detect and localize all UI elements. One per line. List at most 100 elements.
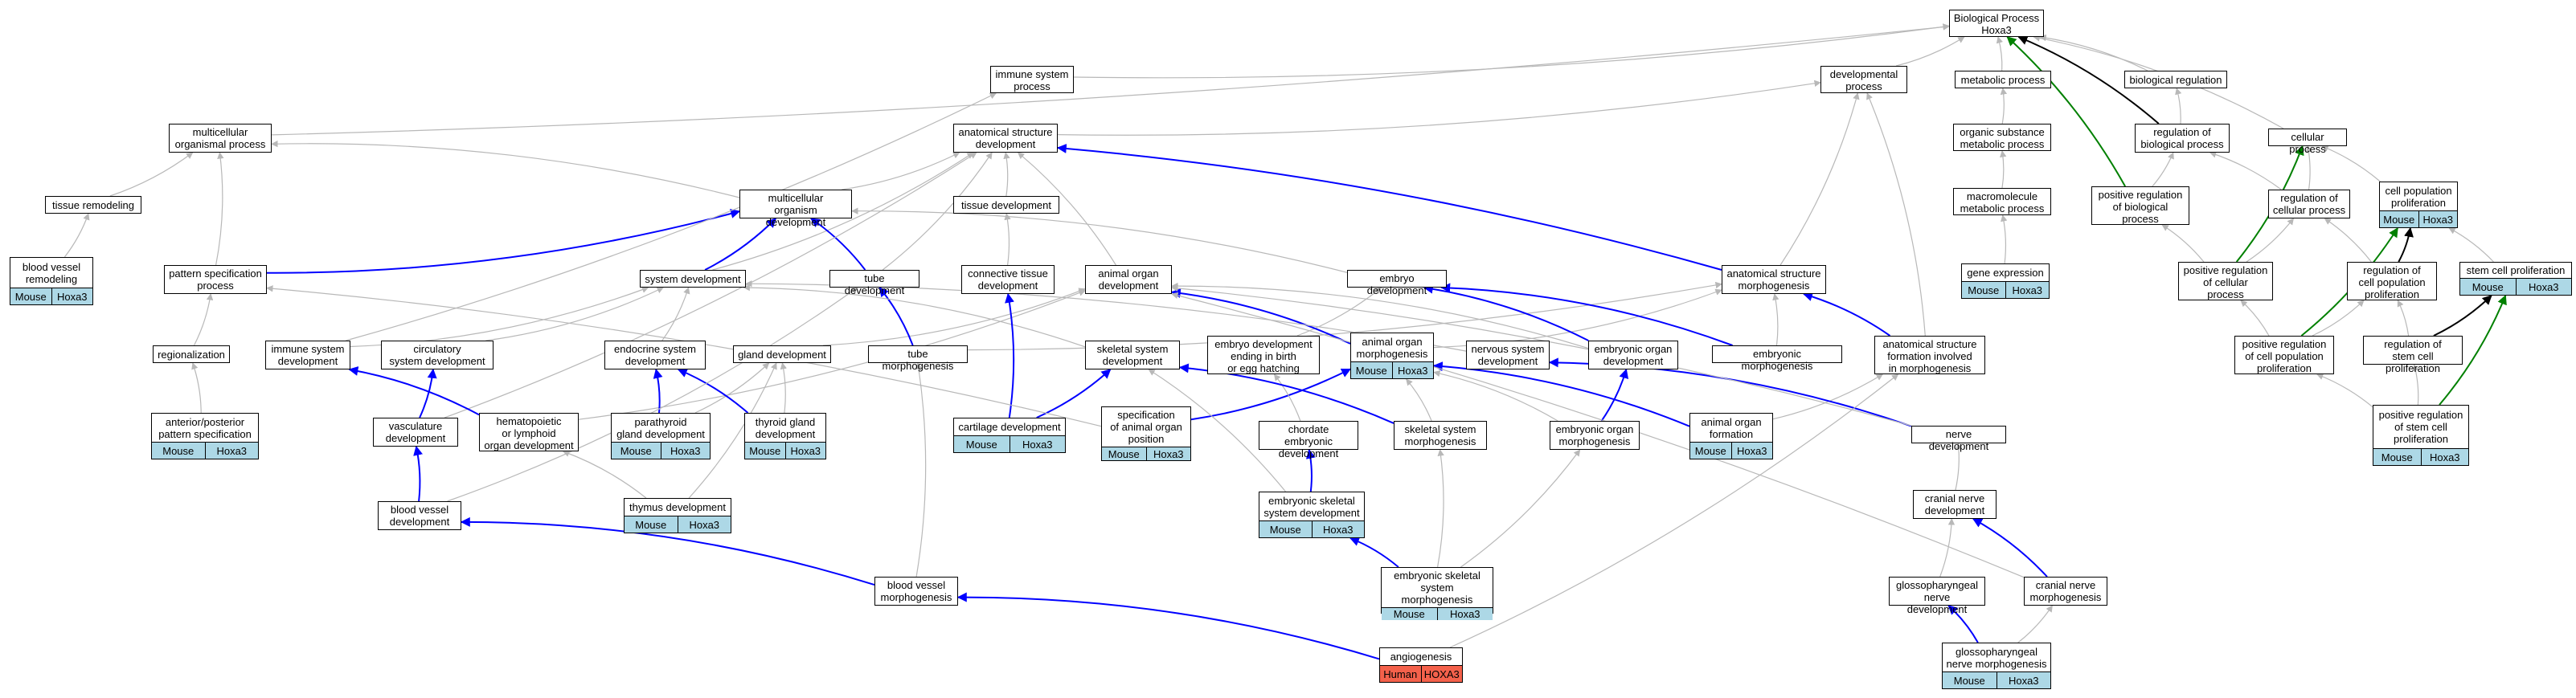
edge-part-of-asm-to-asd	[1056, 143, 1722, 271]
species-cell: Mouse	[2380, 211, 2418, 227]
go-term-label: cranial nerve development	[1924, 492, 1985, 516]
go-term-node-mod[interactable]: multicellular organism development	[739, 190, 852, 228]
species-cell: Mouse	[612, 443, 661, 459]
edge-part-of-bvd-to-vascdev	[413, 445, 423, 502]
go-term-node-tremod[interactable]: tissue remodeling	[45, 196, 141, 214]
edge-is-a-metp-to-bp	[1996, 36, 2003, 71]
go-term-node-nervedev[interactable]: nerve development	[1911, 426, 2006, 452]
edge-part-of-aof-to-aom	[1432, 361, 1690, 427]
edge-part-of-eskm-to-esksd	[1349, 537, 1399, 568]
go-term-node-metp[interactable]: metabolic process	[1955, 71, 2051, 88]
go-term-node-mop[interactable]: multicellular organismal process	[169, 124, 272, 153]
gene-cell: Hoxa3	[2515, 279, 2571, 295]
go-term-node-posregbp[interactable]: positive regulation of biological proces…	[2091, 186, 2189, 225]
go-term-node-skeldev[interactable]: skeletal system development	[1085, 341, 1180, 369]
edge-is-a-immdev-to-sysdev	[350, 286, 649, 348]
go-term-node-appsp[interactable]: anterior/posterior pattern specification…	[151, 413, 259, 459]
go-term-node-cellp[interactable]: cellular process	[2268, 129, 2347, 155]
go-term-label: system development	[645, 272, 741, 285]
go-term-node-endodev[interactable]: endocrine system development	[604, 341, 706, 369]
go-term-node-embbirth[interactable]: embryo development ending in birth or eg…	[1207, 336, 1320, 374]
go-term-node-regcp[interactable]: regulation of cellular process	[2268, 190, 2350, 218]
gene-cell: Hoxa3	[2005, 282, 2049, 298]
go-term-label: blood vessel development	[389, 504, 450, 528]
go-term-node-immdev[interactable]: immune system development	[265, 341, 350, 369]
go-term-node-devp[interactable]: developmental process	[1820, 66, 1907, 93]
go-term-node-isp[interactable]: immune system process	[990, 66, 1074, 93]
go-term-node-posregcpp[interactable]: positive regulation of cell population p…	[2234, 336, 2334, 374]
go-term-node-bioreg[interactable]: biological regulation	[2124, 71, 2227, 88]
go-term-node-regional[interactable]: regionalization	[153, 345, 230, 363]
go-term-node-posregscp[interactable]: positive regulation of stem cell prolife…	[2373, 405, 2469, 466]
edge-part-of-thyrdev-to-endodev	[677, 368, 749, 414]
edge-part-of-cartdev-to-skeldev	[1036, 369, 1112, 418]
edge-is-a-osmp-to-metp	[2000, 88, 2008, 124]
go-term-node-bvm[interactable]: blood vessel morphogenesis	[874, 577, 958, 606]
go-term-node-embmorph[interactable]: embryonic morphogenesis	[1712, 345, 1842, 372]
go-term-node-osmp[interactable]: organic substance metabolic process	[1953, 124, 2051, 151]
go-term-node-tubemorph[interactable]: tube morphogenesis	[868, 345, 968, 372]
go-term-node-regcpp[interactable]: regulation of cell population proliferat…	[2347, 262, 2437, 300]
go-term-node-psp[interactable]: pattern specification process	[164, 265, 267, 294]
go-term-node-circdev[interactable]: circulatory system development	[381, 341, 493, 369]
go-term-node-bvd[interactable]: blood vessel development	[378, 501, 461, 530]
edge-is-a-bvr-to-tremod	[63, 213, 90, 258]
gene-cell: Hoxa3	[660, 443, 710, 459]
go-term-node-eom[interactable]: embryonic organ morphogenesis	[1550, 421, 1640, 450]
go-term-node-eod[interactable]: embryonic organ development	[1588, 341, 1678, 369]
go-term-node-aod[interactable]: animal organ development	[1085, 265, 1172, 294]
go-term-label: regulation of stem cell proliferation	[2384, 338, 2442, 374]
go-term-label: multicellular organismal process	[174, 126, 266, 150]
edge-is-a-eod-to-aod	[1171, 282, 1589, 349]
go-term-node-ctd[interactable]: connective tissue development	[961, 265, 1055, 294]
go-term-node-mmp[interactable]: macromolecule metabolic process	[1953, 188, 2051, 215]
go-term-node-embdev[interactable]: embryo development	[1347, 270, 1447, 296]
go-term-node-cnm[interactable]: cranial nerve morphogenesis	[2024, 577, 2107, 606]
go-term-node-sysdev[interactable]: system development	[640, 270, 746, 288]
edge-positive-regulation-posregscp-to-scp	[2439, 294, 2507, 406]
go-term-node-tubedev[interactable]: tube development	[829, 270, 919, 296]
edge-is-a-embdev-to-mod	[851, 207, 1348, 273]
species-cell: Mouse	[1690, 443, 1731, 459]
go-term-node-skelmorph[interactable]: skeletal system morphogenesis	[1394, 421, 1487, 450]
go-term-node-regscp[interactable]: regulation of stem cell proliferation	[2363, 336, 2463, 374]
go-term-node-asm[interactable]: anatomical structure morphogenesis	[1722, 265, 1826, 294]
go-term-node-cnd[interactable]: cranial nerve development	[1913, 490, 1997, 519]
go-term-label: cellular process	[2289, 131, 2326, 155]
go-term-node-gpnd[interactable]: glossopharyngeal nerve development	[1889, 577, 1985, 615]
go-term-label: anatomical structure formation involved …	[1882, 338, 1977, 374]
edge-is-a-geneexp-to-mmp	[2001, 214, 2008, 264]
go-term-label: animal organ morphogenesis	[1356, 335, 1428, 360]
go-term-node-asfim[interactable]: anatomical structure formation involved …	[1874, 336, 1985, 374]
edge-part-of-angio-to-bvm	[956, 592, 1380, 660]
go-term-node-tdev[interactable]: tissue development	[953, 196, 1059, 214]
go-term-node-chordev[interactable]: chordate embryonic development	[1259, 421, 1358, 459]
go-term-node-asd[interactable]: anatomical structure development	[953, 124, 1058, 153]
go-term-node-glanddev[interactable]: gland development	[733, 345, 831, 363]
go-term-node-regbp[interactable]: regulation of biological process	[2135, 124, 2230, 153]
edge-part-of-tubemorph-to-tubedev	[878, 287, 914, 346]
go-term-node-vascdev[interactable]: vasculature development	[373, 418, 458, 447]
go-term-node-posregcp[interactable]: positive regulation of cellular process	[2178, 262, 2273, 300]
go-term-node-nsd[interactable]: nervous system development	[1466, 341, 1550, 369]
go-term-node-hemdev[interactable]: hematopoietic or lymphoid organ developm…	[479, 413, 579, 451]
go-term-node-bp[interactable]: Biological Process Hoxa3	[1949, 10, 2044, 37]
